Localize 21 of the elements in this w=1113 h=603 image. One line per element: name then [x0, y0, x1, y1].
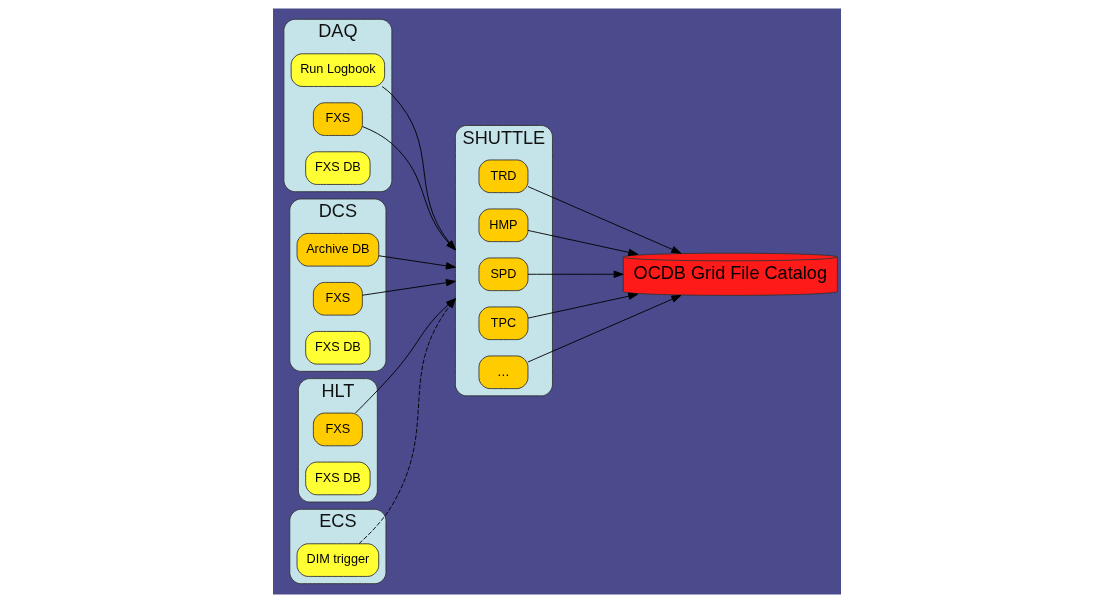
node-box: TRD: [478, 159, 528, 194]
node-box: …: [478, 355, 528, 390]
node-box: DIM trigger: [296, 543, 379, 577]
arrow: [527, 292, 638, 319]
arrow: [527, 186, 681, 254]
node-box: FXS DB: [304, 461, 371, 496]
node-box: TPC: [478, 306, 528, 341]
arrow: [361, 279, 456, 296]
node-box: SPD: [478, 257, 528, 292]
arrow: [527, 270, 624, 278]
node-box: FXS: [312, 412, 363, 447]
node-box: HMP: [478, 208, 528, 243]
node-box: Archive DB: [296, 233, 379, 267]
arrow: [527, 230, 638, 256]
node-box: Run Logbook: [290, 53, 385, 87]
node-box: FXS DB: [304, 151, 371, 185]
node-box: FXS: [312, 282, 363, 316]
arrow: [377, 255, 456, 270]
arrow: [527, 294, 681, 363]
node-box: FXS DB: [304, 331, 371, 365]
node-box: FXS: [312, 102, 363, 136]
